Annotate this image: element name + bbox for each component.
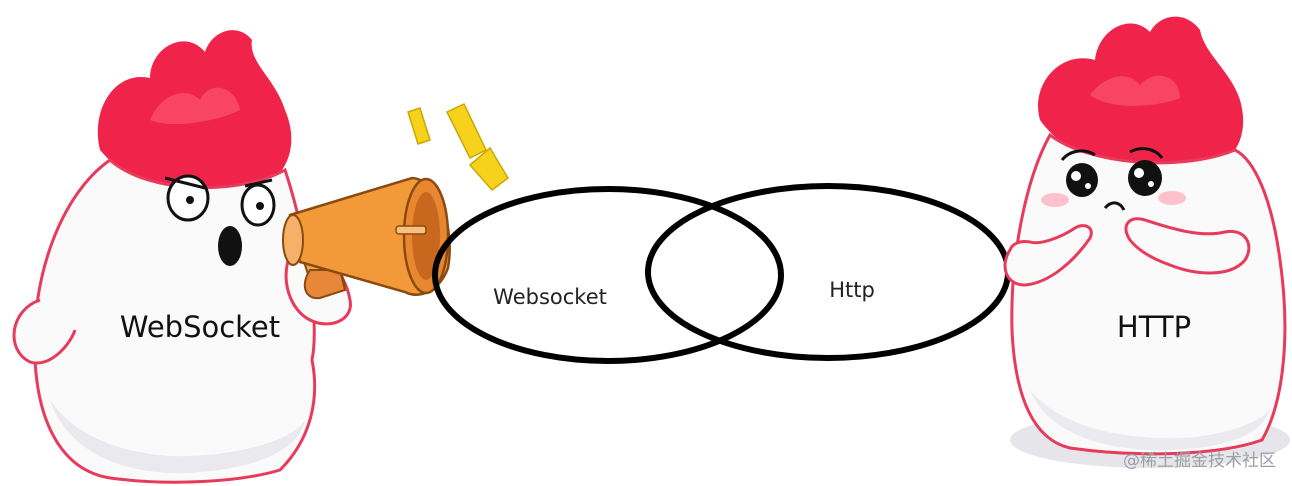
- websocket-label: WebSocket: [120, 310, 280, 344]
- venn-diagram: Websocket Http: [432, 183, 1011, 364]
- websocket-ellipse: [432, 186, 784, 364]
- right-eyes: [1060, 147, 1164, 197]
- right-blush-right: [1158, 191, 1186, 205]
- right-mouth: [1103, 201, 1126, 211]
- http-character: HTTP: [1003, 16, 1290, 468]
- left-flame-highlight: [150, 87, 240, 125]
- right-flame-highlight: [1090, 75, 1180, 106]
- right-left-hand: [1003, 224, 1093, 287]
- http-label: HTTP: [1117, 310, 1191, 344]
- watermark-text: @稀土掘金技术社区: [1123, 451, 1276, 471]
- right-body: [1010, 132, 1287, 456]
- left-arm: [12, 298, 77, 365]
- http-ellipse-label: Http: [829, 278, 875, 302]
- megaphone-icon: [282, 176, 451, 300]
- left-body-shade: [50, 400, 305, 474]
- left-eyes: [164, 174, 276, 227]
- right-body-shade: [1030, 390, 1270, 451]
- http-ellipse: [645, 183, 1011, 361]
- right-right-hand: [1124, 217, 1251, 275]
- left-mouth: [218, 226, 242, 266]
- right-blush-left: [1041, 193, 1069, 207]
- sound-lines-icon: [407, 103, 509, 192]
- websocket-ellipse-label: Websocket: [493, 285, 607, 309]
